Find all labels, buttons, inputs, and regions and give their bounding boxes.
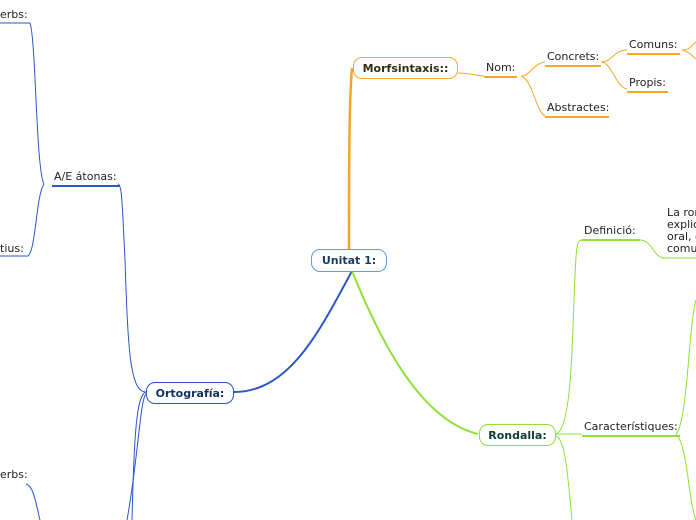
comuns-label[interactable]: Comuns: <box>627 38 680 55</box>
nom-label[interactable]: Nom: <box>484 61 518 78</box>
ortografia-node[interactable]: Ortografía: <box>146 382 234 404</box>
connector-concrets-comuns <box>600 49 628 63</box>
connector-ae-verbs-top <box>0 22 45 185</box>
connector-rondalla-down <box>555 435 573 520</box>
connector-verbs-bottom <box>25 483 41 520</box>
connector-comuns-more <box>681 41 696 51</box>
concrets-label[interactable]: Concrets: <box>545 50 602 67</box>
tius-label[interactable]: tius: <box>0 242 24 255</box>
connector-ortografia-down-2 <box>126 393 147 520</box>
verbs-bottom-label[interactable]: erbs: <box>0 468 28 481</box>
propis-label[interactable]: Propis: <box>627 76 668 93</box>
connector-root-morfsintaxis <box>347 67 354 251</box>
definicio-text-line: explic <box>667 218 696 231</box>
root-node[interactable]: Unitat 1: <box>311 249 387 272</box>
definicio-text-line: La ron <box>667 206 696 219</box>
connector-root-ortografia <box>233 270 353 393</box>
connector-root-rondalla <box>351 270 479 435</box>
connector-ortografia-ae <box>117 183 147 393</box>
connector-caracteristiques-down <box>675 433 696 520</box>
connector-ortografia-down-1 <box>131 391 147 520</box>
rondalla-label: Rondalla: <box>488 428 547 442</box>
connector-definicio-text <box>639 239 696 259</box>
definicio-text: La ron explic oral, e comun <box>667 207 696 255</box>
verbs-top-label[interactable]: erbs: <box>0 8 28 21</box>
connector-concrets-propis <box>600 61 628 90</box>
root-label: Unitat 1: <box>321 254 377 267</box>
connector-comuns-more-2 <box>681 49 696 60</box>
connector-nom-concrets <box>520 61 546 77</box>
definicio-label[interactable]: Definició: <box>582 224 640 241</box>
connector-morfsintaxis-nom <box>457 72 485 77</box>
connector-ae-tius <box>0 183 45 257</box>
rondalla-node[interactable]: Rondalla: <box>479 424 556 446</box>
connector-nom-abstractes <box>520 75 546 117</box>
connector-caracteristiques-up <box>675 299 696 435</box>
morfsintaxis-label: Morfsintaxis:: <box>362 61 449 75</box>
ortografia-label: Ortografía: <box>155 386 225 400</box>
caracteristiques-label[interactable]: Característiques: <box>582 420 680 437</box>
definicio-text-line: oral, e <box>667 230 696 243</box>
ae-atonas-label[interactable]: A/E átonas: <box>52 170 120 187</box>
abstractes-label[interactable]: Abstractes: <box>545 101 609 118</box>
definicio-text-line: comun <box>667 242 696 255</box>
connector-rondalla-definicio <box>555 239 583 435</box>
morfsintaxis-node[interactable]: Morfsintaxis:: <box>353 57 458 79</box>
